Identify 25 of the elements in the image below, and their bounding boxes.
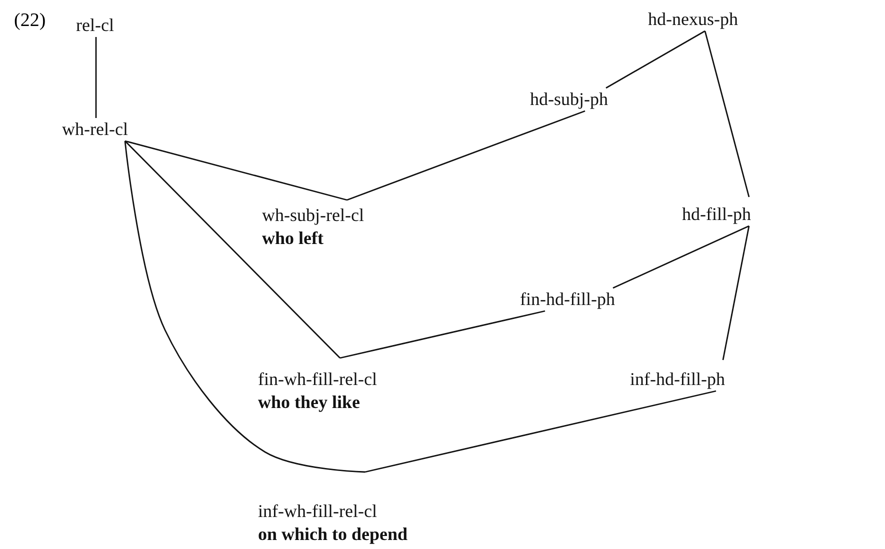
type-name: wh-subj-rel-cl (262, 204, 364, 227)
tree-line (124, 140, 348, 201)
tree-line (95, 37, 97, 118)
tree-line (124, 140, 366, 473)
tree-line (612, 225, 750, 289)
example-phrase: on which to depend (258, 523, 408, 546)
tree-line (722, 226, 750, 360)
tree-line (346, 110, 586, 201)
tree-line (364, 390, 716, 473)
tree-line (606, 30, 706, 89)
type-name: fin-hd-fill-ph (520, 288, 615, 311)
type-name: fin-wh-fill-rel-cl (258, 368, 377, 391)
example-phrase: who left (262, 227, 324, 250)
type-name: wh-rel-cl (62, 118, 128, 141)
type-name: hd-subj-ph (530, 88, 608, 111)
type-name: inf-wh-fill-rel-cl (258, 500, 377, 523)
example-phrase: who they like (258, 391, 360, 414)
type-name: inf-hd-fill-ph (630, 368, 725, 391)
type-name: hd-fill-ph (682, 203, 751, 226)
tree-line (124, 140, 340, 358)
example-number: (22) (14, 10, 46, 32)
type-name: rel-cl (76, 14, 114, 37)
type-name: hd-nexus-ph (648, 8, 738, 31)
tree-line (340, 310, 546, 359)
tree-line (704, 30, 750, 198)
